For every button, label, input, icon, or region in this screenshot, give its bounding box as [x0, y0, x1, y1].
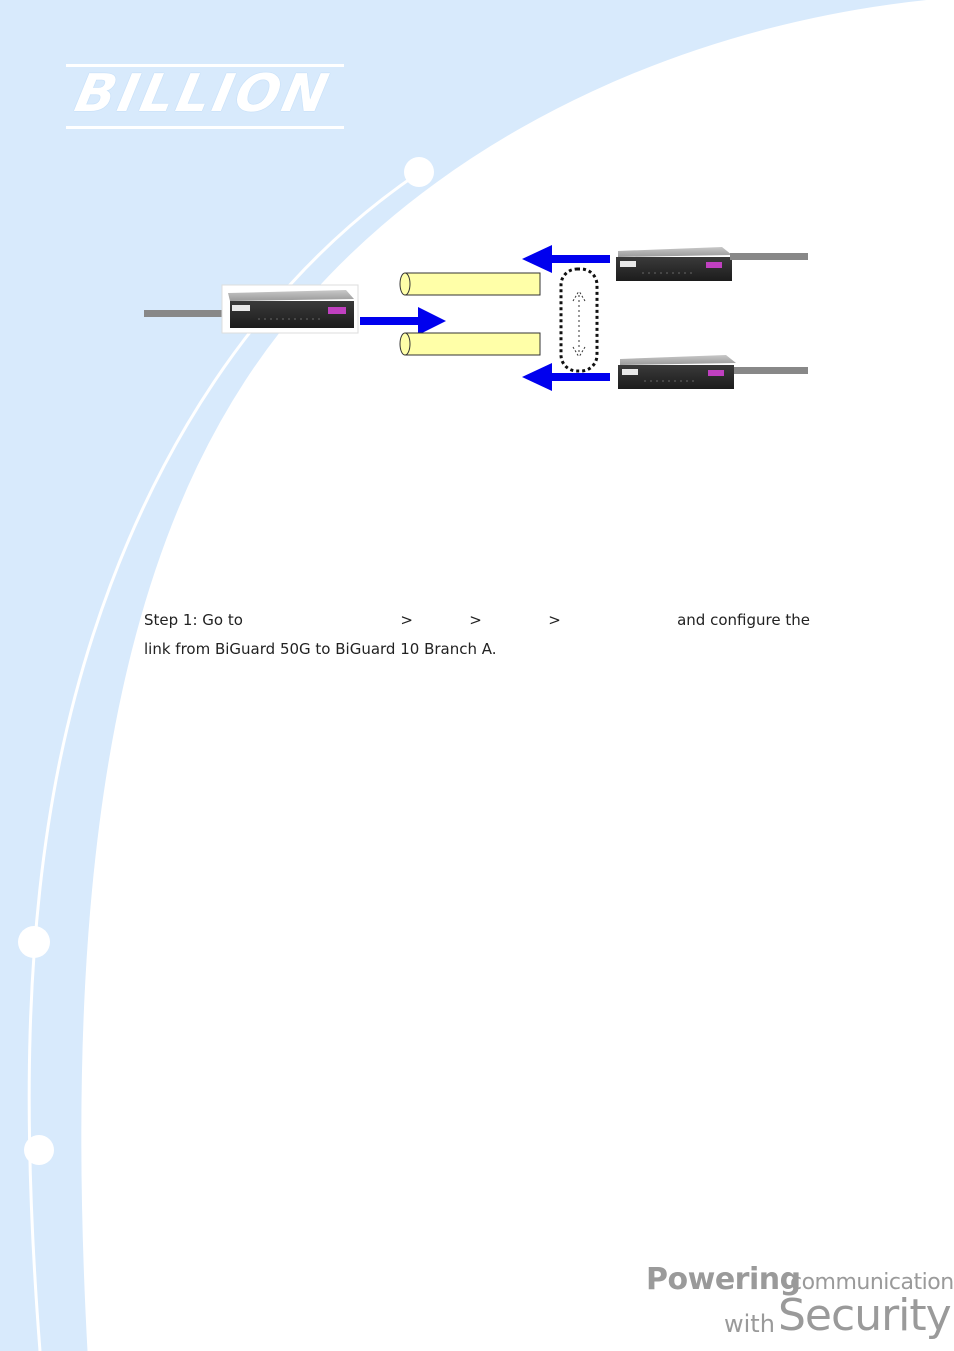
step-paragraph: Step 1: Go to > > > and configure the li…: [144, 606, 810, 664]
step1-gap: [262, 606, 392, 635]
tagline-communications: communications: [790, 1270, 954, 1295]
step1-line1: Step 1: Go to > > > and configure the: [144, 606, 810, 635]
brand-tagline: Powering communications with Security: [640, 1262, 954, 1346]
arrow-icon: [360, 307, 446, 335]
step1-gap: [421, 606, 461, 635]
tunnel-cylinder-icon: [399, 332, 541, 356]
step1-prefix: Step 1: Go to: [144, 611, 243, 629]
cable-left: [144, 310, 224, 317]
vpn-diagram: [144, 245, 808, 391]
step1-separator: >: [469, 611, 482, 629]
step1-separator: >: [400, 611, 413, 629]
cable-branch-a: [730, 253, 808, 260]
arrow-icon: [522, 363, 610, 391]
tagline-powering: Powering: [646, 1262, 801, 1297]
logo-text: BILLION: [69, 64, 337, 124]
billion-logo: BILLION: [62, 62, 344, 132]
tunnel-cylinder-icon: [399, 272, 541, 296]
tagline-security: Security: [778, 1290, 952, 1341]
router-device-icon: [221, 284, 359, 334]
step1-gap: [569, 606, 669, 635]
cable-branch-b: [734, 367, 808, 374]
step1-separator: >: [548, 611, 561, 629]
step1-gap: [490, 606, 540, 635]
tagline-with: with: [724, 1310, 775, 1338]
step1-line2: link from BiGuard 50G to BiGuard 10 Bran…: [144, 640, 497, 658]
step1-suffix: and configure the: [677, 611, 810, 629]
router-device-icon: [618, 355, 736, 389]
failover-loop-icon: [559, 267, 599, 373]
router-device-icon: [616, 247, 732, 281]
arrow-icon: [522, 245, 610, 273]
